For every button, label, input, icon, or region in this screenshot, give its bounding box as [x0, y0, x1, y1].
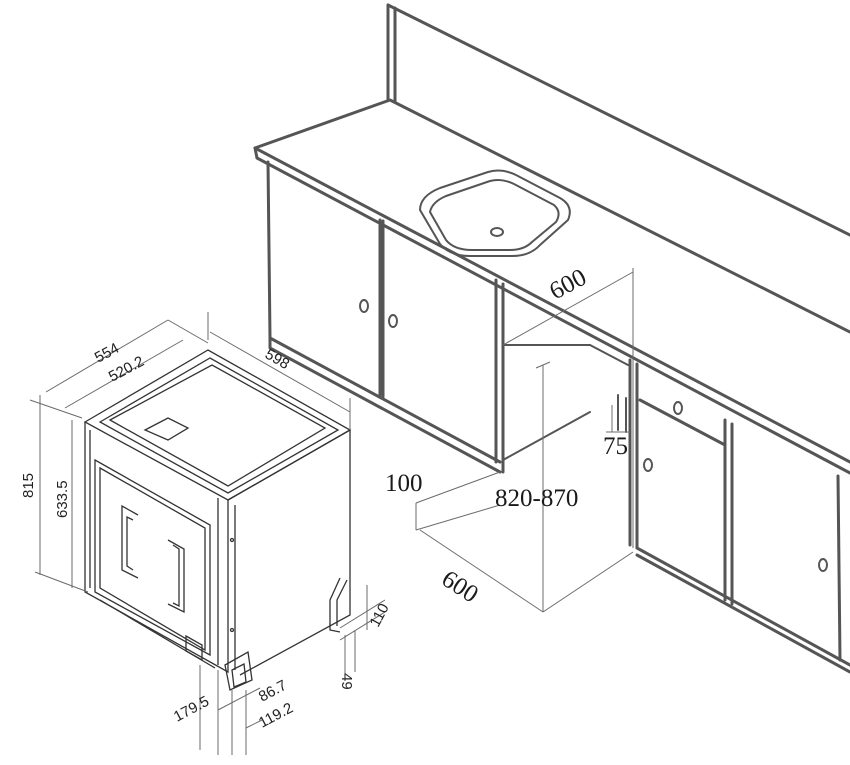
plinth-height-label: 100: [385, 470, 423, 497]
countertop: [253, 98, 850, 475]
sink-drain: [490, 227, 504, 237]
dishwasher-niche: [502, 344, 629, 461]
cabinet-knob: [388, 314, 398, 328]
dishwasher: [83, 349, 352, 691]
foot-height-label: 110: [367, 601, 393, 630]
niche-height-label: 820-870: [495, 485, 578, 512]
hose-offset-3-label: 119.2: [256, 699, 296, 731]
cabinet-knob: [643, 458, 653, 472]
cabinet-knob: [818, 558, 828, 572]
height-label: 815: [20, 473, 37, 498]
drain-hose: [329, 577, 341, 633]
foot-width-label: 49: [338, 673, 355, 690]
appliance-dimension-lines: [29, 312, 386, 755]
hose-offset-1-label: 179.5: [171, 693, 212, 726]
foot: [224, 650, 253, 691]
drawer-knob: [673, 401, 683, 415]
right-cabinets: [628, 358, 850, 674]
sink: [419, 169, 571, 257]
door-height-label: 633.5: [54, 480, 71, 518]
cabinet-knob: [359, 299, 369, 313]
niche-dimension-lines: [415, 268, 634, 613]
width-label: 598: [262, 346, 292, 373]
backsplash: [386, 3, 850, 237]
side-clearance-label: 75: [603, 433, 628, 460]
left-cabinets: [266, 160, 505, 474]
niche-width-label: 600: [437, 565, 483, 608]
